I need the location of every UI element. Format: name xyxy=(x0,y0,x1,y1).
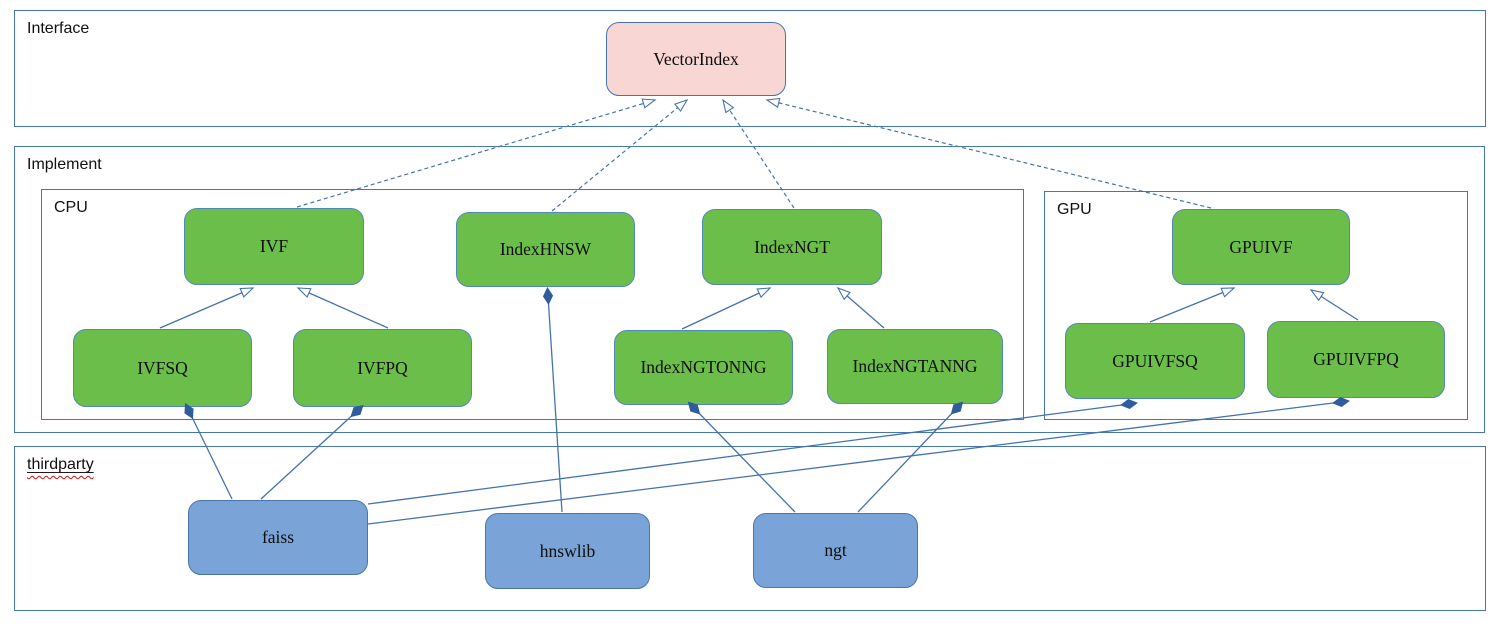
container-thirdparty-label: thirdparty xyxy=(27,456,94,474)
node-ivfsq: IVFSQ xyxy=(73,329,252,407)
node-vectorindex: VectorIndex xyxy=(606,22,786,96)
node-gpuivf-label: GPUIVF xyxy=(1229,236,1293,257)
node-gpuivfsq-label: GPUIVFSQ xyxy=(1112,350,1198,371)
container-implement-label: Implement xyxy=(27,156,102,173)
node-faiss-label: faiss xyxy=(261,527,295,547)
node-hnswlib-label: hnswlib xyxy=(539,540,596,561)
node-ivfpq: IVFPQ xyxy=(293,329,472,407)
node-indexngtanng-label: IndexNGTANNG xyxy=(852,356,978,376)
node-ngt: ngt xyxy=(753,513,918,588)
node-ivfsq-label: IVFSQ xyxy=(137,357,188,378)
node-faiss: faiss xyxy=(188,500,368,575)
node-indexngt-label: IndexNGT xyxy=(754,236,830,257)
node-indexngt: IndexNGT xyxy=(702,209,882,285)
container-thirdparty-label-text: thirdparty xyxy=(27,456,94,473)
node-indexhnsw-label: IndexHNSW xyxy=(499,239,592,259)
node-gpuivfsq: GPUIVFSQ xyxy=(1065,323,1245,399)
node-gpuivfpq: GPUIVFPQ xyxy=(1267,321,1445,398)
node-ngt-label: ngt xyxy=(824,540,847,560)
node-ivfpq-label: IVFPQ xyxy=(357,357,408,378)
container-cpu-label: CPU xyxy=(54,199,88,216)
node-ivf: IVF xyxy=(184,208,364,285)
node-indexngtonng-label: IndexNGTONNG xyxy=(640,357,767,377)
container-gpu-label: GPU xyxy=(1057,201,1092,218)
node-indexngtanng: IndexNGTANNG xyxy=(827,329,1003,404)
node-vectorindex-label: VectorIndex xyxy=(653,48,739,69)
node-hnswlib: hnswlib xyxy=(485,513,650,589)
node-gpuivfpq-label: GPUIVFPQ xyxy=(1313,349,1399,369)
container-interface-label: Interface xyxy=(27,20,90,37)
node-ivf-label: IVF xyxy=(259,236,289,256)
node-indexngtonng: IndexNGTONNG xyxy=(614,330,793,405)
node-gpuivf: GPUIVF xyxy=(1172,209,1350,285)
node-indexhnsw: IndexHNSW xyxy=(456,212,635,287)
